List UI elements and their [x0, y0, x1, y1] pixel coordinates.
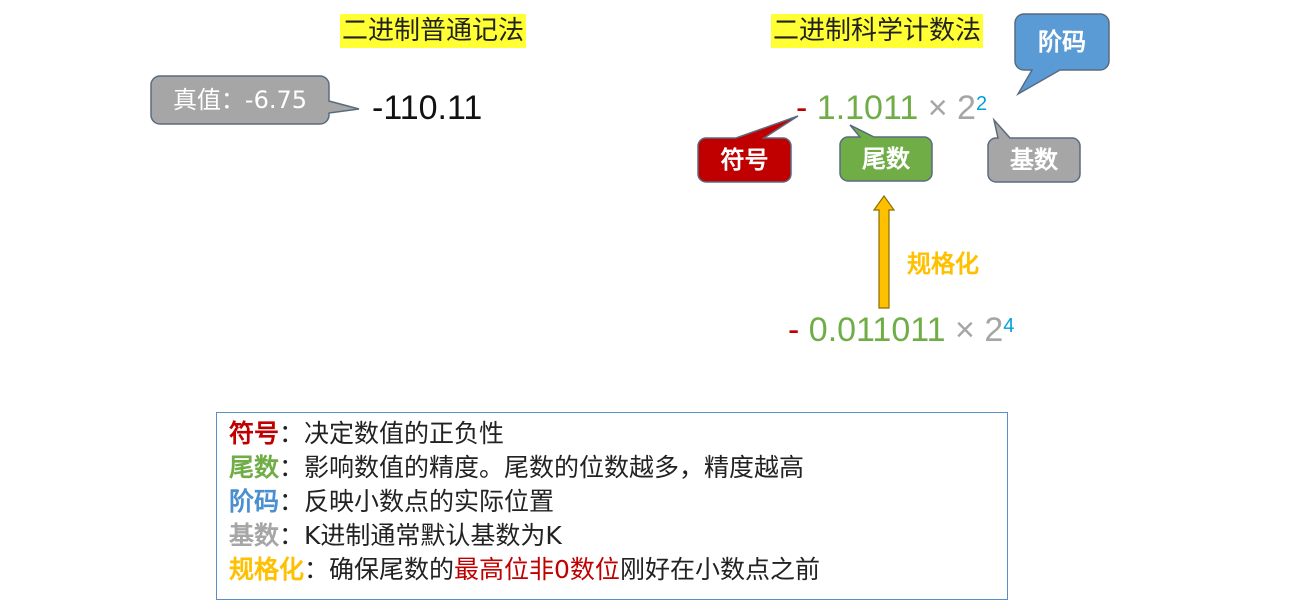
definition-term: 基数 — [229, 521, 280, 550]
mantissa-value: 1.1011 — [816, 89, 919, 127]
sign-bubble-label: 符号 — [720, 146, 769, 174]
unnormalized-expression: - 0.011011 × 24 — [788, 310, 1014, 350]
exponent-bubble-label: 阶码 — [1038, 28, 1086, 56]
mantissa-bubble-shape — [839, 124, 933, 182]
normal-notation-title: 二进制普通记法 — [340, 14, 527, 48]
sign-bubble-shape — [697, 115, 799, 183]
definition-term: 符号 — [229, 419, 280, 448]
definition-highlight: 最高位非0数位 — [454, 555, 620, 584]
true-value-label: 真值：-6.75 — [172, 86, 308, 114]
definition-text: ：决定数值的正负性 — [279, 419, 505, 448]
sign-symbol: - — [796, 89, 808, 127]
definition-text: ：影响数值的精度。尾数的位数越多，精度越高 — [279, 453, 805, 482]
mantissa-bubble-label: 尾数 — [862, 145, 910, 173]
definitions-box: 符号：决定数值的正负性 尾数：影响数值的精度。尾数的位数越多，精度越高 阶码：反… — [216, 412, 1008, 600]
definition-text: ：确保尾数的 — [304, 555, 455, 584]
definition-sign: 符号：决定数值的正负性 — [229, 417, 995, 451]
definition-text: 刚好在小数点之前 — [619, 555, 820, 584]
definition-term: 尾数 — [229, 453, 280, 482]
definition-exponent: 阶码：反映小数点的实际位置 — [229, 485, 995, 519]
definition-text: ：K进制通常默认基数为K — [279, 521, 562, 550]
definition-term: 阶码 — [229, 487, 280, 516]
definition-term: 规格化 — [229, 555, 305, 584]
definition-normalize: 规格化：确保尾数的最高位非0数位刚好在小数点之前 — [229, 553, 995, 587]
normalize-arrow — [872, 194, 896, 309]
unnormalized-base: 2 — [984, 311, 1004, 349]
true-value-bubble-shape — [150, 75, 360, 125]
exponent-value: 2 — [975, 93, 988, 115]
base-bubble-label: 基数 — [1010, 146, 1058, 174]
base-bubble-shape — [987, 117, 1081, 183]
definition-text: ：反映小数点的实际位置 — [279, 487, 555, 516]
exponent-bubble-shape — [1014, 13, 1110, 97]
base-value: 2 — [957, 89, 976, 127]
definition-mantissa: 尾数：影响数值的精度。尾数的位数越多，精度越高 — [229, 451, 995, 485]
definition-base: 基数：K进制通常默认基数为K — [229, 519, 995, 553]
true-value-binary: -110.11 — [372, 89, 483, 127]
unnormalized-exponent: 4 — [1003, 315, 1015, 337]
scientific-expression: - 1.1011 × 22 — [796, 88, 987, 128]
scientific-notation-title: 二进制科学计数法 — [771, 14, 984, 48]
unnormalized-sign: - — [788, 311, 800, 349]
normalize-label: 规格化 — [907, 250, 979, 278]
unnormalized-times: × — [955, 311, 975, 349]
unnormalized-mantissa: 0.011011 — [808, 311, 946, 349]
times-symbol: × — [927, 89, 948, 127]
